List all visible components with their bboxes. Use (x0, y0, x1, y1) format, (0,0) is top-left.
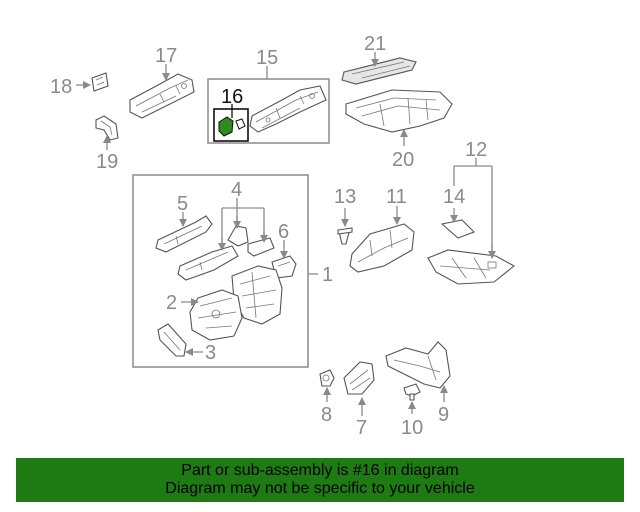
part-15-drawing[interactable] (249, 85, 327, 133)
info-banner: Part or sub-assembly is #16 in diagram D… (16, 458, 624, 502)
callout-2: 2 (166, 292, 177, 314)
part-13-drawing[interactable] (337, 227, 353, 245)
callout-5: 5 (177, 193, 188, 215)
callout-9: 9 (438, 404, 449, 426)
leader-12 (453, 158, 493, 256)
callout-20: 20 (392, 149, 414, 171)
callout-21: 21 (364, 33, 386, 55)
part-10-drawing[interactable] (403, 383, 421, 401)
part-21-drawing[interactable] (341, 57, 417, 85)
part-7-drawing[interactable] (343, 361, 375, 395)
part-16-drawing[interactable] (218, 116, 246, 137)
part-5-drawing[interactable] (155, 215, 213, 253)
banner-line-1: Part or sub-assembly is #16 in diagram (181, 462, 459, 479)
part-8-drawing[interactable] (319, 369, 335, 387)
callout-19: 19 (96, 151, 118, 173)
part-17-drawing[interactable] (129, 73, 195, 119)
callout-16: 16 (221, 86, 243, 108)
callout-8: 8 (321, 404, 332, 426)
callout-4: 4 (231, 179, 242, 201)
callout-12: 12 (465, 139, 487, 161)
part-3-drawing[interactable] (157, 323, 187, 357)
leader-4 (221, 198, 265, 246)
callout-15: 15 (256, 47, 278, 69)
part-11-drawing[interactable] (349, 223, 415, 273)
callout-13: 13 (334, 186, 356, 208)
callout-11: 11 (386, 186, 407, 208)
callout-18: 18 (50, 76, 72, 98)
callout-6: 6 (278, 221, 289, 243)
part-18-drawing[interactable] (91, 72, 109, 92)
callout-1: 1 (322, 264, 333, 286)
callout-3: 3 (205, 342, 216, 364)
part-12-drawing[interactable] (427, 249, 515, 285)
part-20-drawing[interactable] (345, 89, 453, 133)
part-9-drawing[interactable] (385, 341, 451, 389)
callout-7: 7 (356, 417, 367, 439)
parts-diagram: 18 19 17 15 16 21 20 12 13 11 14 5 4 6 1… (50, 33, 515, 439)
part-2-drawing[interactable] (189, 289, 243, 341)
callout-10: 10 (401, 417, 423, 439)
part-19-drawing[interactable] (95, 115, 119, 141)
callout-17: 17 (155, 45, 177, 67)
banner-line-2: Diagram may not be specific to your vehi… (165, 480, 475, 497)
part-14-drawing[interactable] (440, 219, 475, 239)
callout-14: 14 (443, 186, 465, 208)
